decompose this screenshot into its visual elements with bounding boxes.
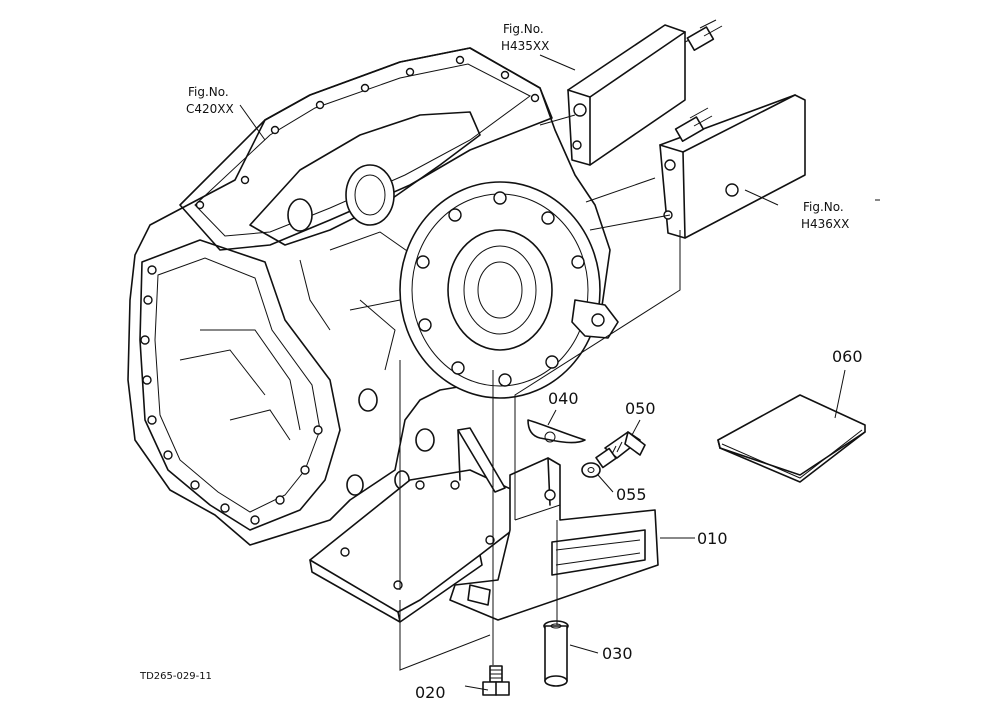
part-060-drawing: [717, 394, 866, 483]
bracket-plate-h435-drawing: [567, 19, 723, 166]
leader-lines: [239, 54, 880, 691]
reference-caption: Fig.No.: [803, 200, 844, 214]
reference-label-h436: Fig.No. H436XX: [801, 200, 849, 231]
reference-code: H436XX: [801, 217, 849, 231]
part-040-drawing: [527, 419, 586, 444]
transmission-case-drawing: [127, 47, 611, 546]
part-number-010: 010: [697, 529, 728, 548]
part-055-drawing: [581, 462, 601, 478]
reference-code: H435XX: [501, 39, 549, 53]
part-030-drawing: [543, 620, 569, 687]
part-010-drawing: [309, 427, 659, 623]
part-number-030: 030: [602, 644, 633, 663]
reference-caption: Fig.No.: [503, 22, 544, 36]
reference-label-c420: Fig.No. C420XX: [186, 85, 234, 116]
reference-caption: Fig.No.: [188, 85, 229, 99]
part-number-050: 050: [625, 399, 656, 418]
reference-code: C420XX: [186, 102, 234, 116]
bracket-plate-h436-drawing: [659, 94, 806, 239]
part-020-drawing: [482, 665, 510, 696]
reference-label-h435: Fig.No. H435XX: [501, 22, 549, 53]
part-050-drawing: [595, 431, 646, 469]
part-number-040: 040: [548, 389, 579, 408]
rear-flange-drawing: [399, 181, 619, 399]
part-number-060: 060: [832, 347, 863, 366]
part-number-020: 020: [415, 683, 446, 702]
drawing-number: TD265-029-11: [139, 671, 212, 682]
assembly-guide-lines: [399, 114, 681, 671]
part-number-055: 055: [616, 485, 647, 504]
